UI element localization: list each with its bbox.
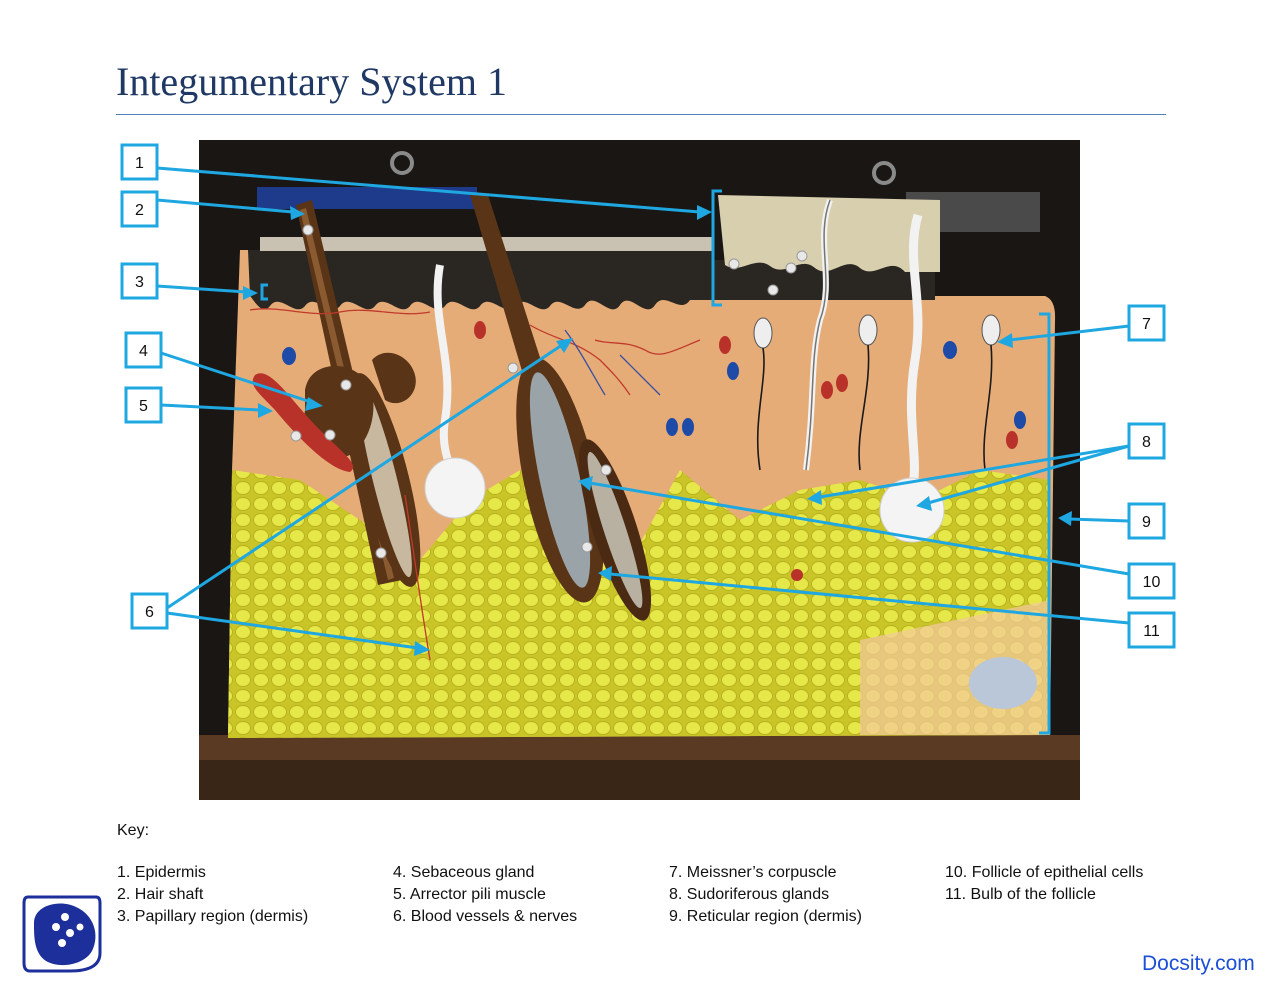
- key-item-arrector-pili: 5. Arrector pili muscle: [393, 886, 546, 903]
- callout-lines: [156, 166, 1130, 650]
- hanging-ring-left: [390, 151, 414, 175]
- epidermis-layer-raised: [718, 195, 940, 272]
- svg-text:4: 4: [139, 343, 148, 360]
- skin-block: [228, 195, 1056, 738]
- label-box-8: 8: [1127, 422, 1166, 460]
- model-pins: [290, 224, 808, 559]
- svg-text:7: 7: [1142, 316, 1151, 333]
- label-box-3: 3: [120, 262, 159, 300]
- meissner-corpuscles: [753, 314, 1001, 349]
- key-item-follicle: 10. Follicle of epithelial cells: [945, 864, 1144, 881]
- key-item-sebaceous-gland: 4. Sebaceous gland: [393, 864, 535, 881]
- svg-text:6: 6: [145, 604, 154, 621]
- svg-text:9: 9: [1142, 514, 1151, 531]
- leader-8b: [927, 444, 1130, 505]
- leader-3: [156, 284, 247, 294]
- leader-4: [160, 351, 312, 404]
- label-box-4: 4: [124, 331, 163, 369]
- bracket-reticular: [1039, 312, 1051, 735]
- key-item-sudoriferous: 8. Sudoriferous glands: [669, 886, 830, 903]
- sweat-gland-left: [424, 457, 486, 519]
- label-box-9: 9: [1127, 502, 1166, 540]
- svg-text:1: 1: [135, 155, 144, 172]
- title-divider: [116, 114, 1166, 115]
- key-column-1: 1. Epidermis 2. Hair shaft 3. Papillary …: [117, 862, 308, 928]
- key-item-hair-shaft: 2. Hair shaft: [117, 886, 204, 903]
- bracket-papillary: [260, 283, 268, 301]
- key-item-reticular-region: 9. Reticular region (dermis): [669, 908, 862, 925]
- leader-5: [160, 403, 261, 412]
- leader-11: [609, 572, 1130, 625]
- docsity-brand[interactable]: Docsity.com: [1142, 952, 1255, 975]
- hanging-ring-right: [872, 161, 896, 185]
- label-boxes: 1 2 3 4 5 6 7 8 9 10 11: [120, 143, 1176, 649]
- key-item-blood-vessels: 6. Blood vessels & nerves: [393, 908, 578, 925]
- key-column-4: 10. Follicle of epithelial cells 11. Bul…: [945, 862, 1143, 906]
- svg-text:10: 10: [1143, 574, 1161, 591]
- svg-text:3: 3: [135, 274, 144, 291]
- leader-6a: [166, 343, 563, 610]
- leader-10: [589, 481, 1130, 576]
- svg-text:2: 2: [135, 202, 144, 219]
- label-box-7: 7: [1127, 304, 1166, 342]
- label-box-11: 11: [1127, 611, 1176, 649]
- sweat-duct-right: [906, 213, 923, 492]
- key-item-meissner: 7. Meissner’s corpuscle: [669, 864, 837, 881]
- key-heading: Key:: [117, 822, 150, 839]
- label-box-1: 1: [120, 143, 159, 181]
- leader-9: [1068, 517, 1130, 523]
- svg-text:8: 8: [1142, 434, 1151, 451]
- leader-7: [1009, 324, 1130, 342]
- label-box-10: 10: [1127, 562, 1176, 600]
- sweat-gland-right: [879, 477, 945, 543]
- callout-arrowheads: [243, 205, 1072, 656]
- key-item-papillary-region: 3. Papillary region (dermis): [117, 908, 309, 925]
- bracket-epidermis: [711, 189, 722, 307]
- label-box-5: 5: [124, 386, 163, 424]
- epidermis-band: [248, 250, 712, 310]
- leader-8a: [819, 444, 1130, 499]
- leader-1: [156, 166, 701, 214]
- leader-2: [156, 198, 294, 214]
- pacinian-corpuscle: [969, 657, 1037, 709]
- label-box-6: 6: [130, 592, 169, 630]
- docsity-logo-icon: [22, 895, 102, 973]
- key-item-epidermis: 1. Epidermis: [117, 864, 206, 881]
- key-item-bulb: 11. Bulb of the follicle: [945, 886, 1096, 903]
- arrector-pili-muscle: [252, 373, 354, 472]
- leader-6b: [166, 611, 419, 650]
- blood-vessel-dots: [282, 321, 1026, 581]
- key-column-3: 7. Meissner’s corpuscle 8. Sudoriferous …: [669, 862, 862, 928]
- capillary-network: [249, 308, 701, 661]
- label-box-2: 2: [120, 190, 159, 228]
- svg-text:11: 11: [1143, 623, 1160, 640]
- svg-text:5: 5: [139, 398, 148, 415]
- key-column-2: 4. Sebaceous gland 5. Arrector pili musc…: [393, 862, 577, 928]
- page-title: Integumentary System 1: [116, 59, 508, 104]
